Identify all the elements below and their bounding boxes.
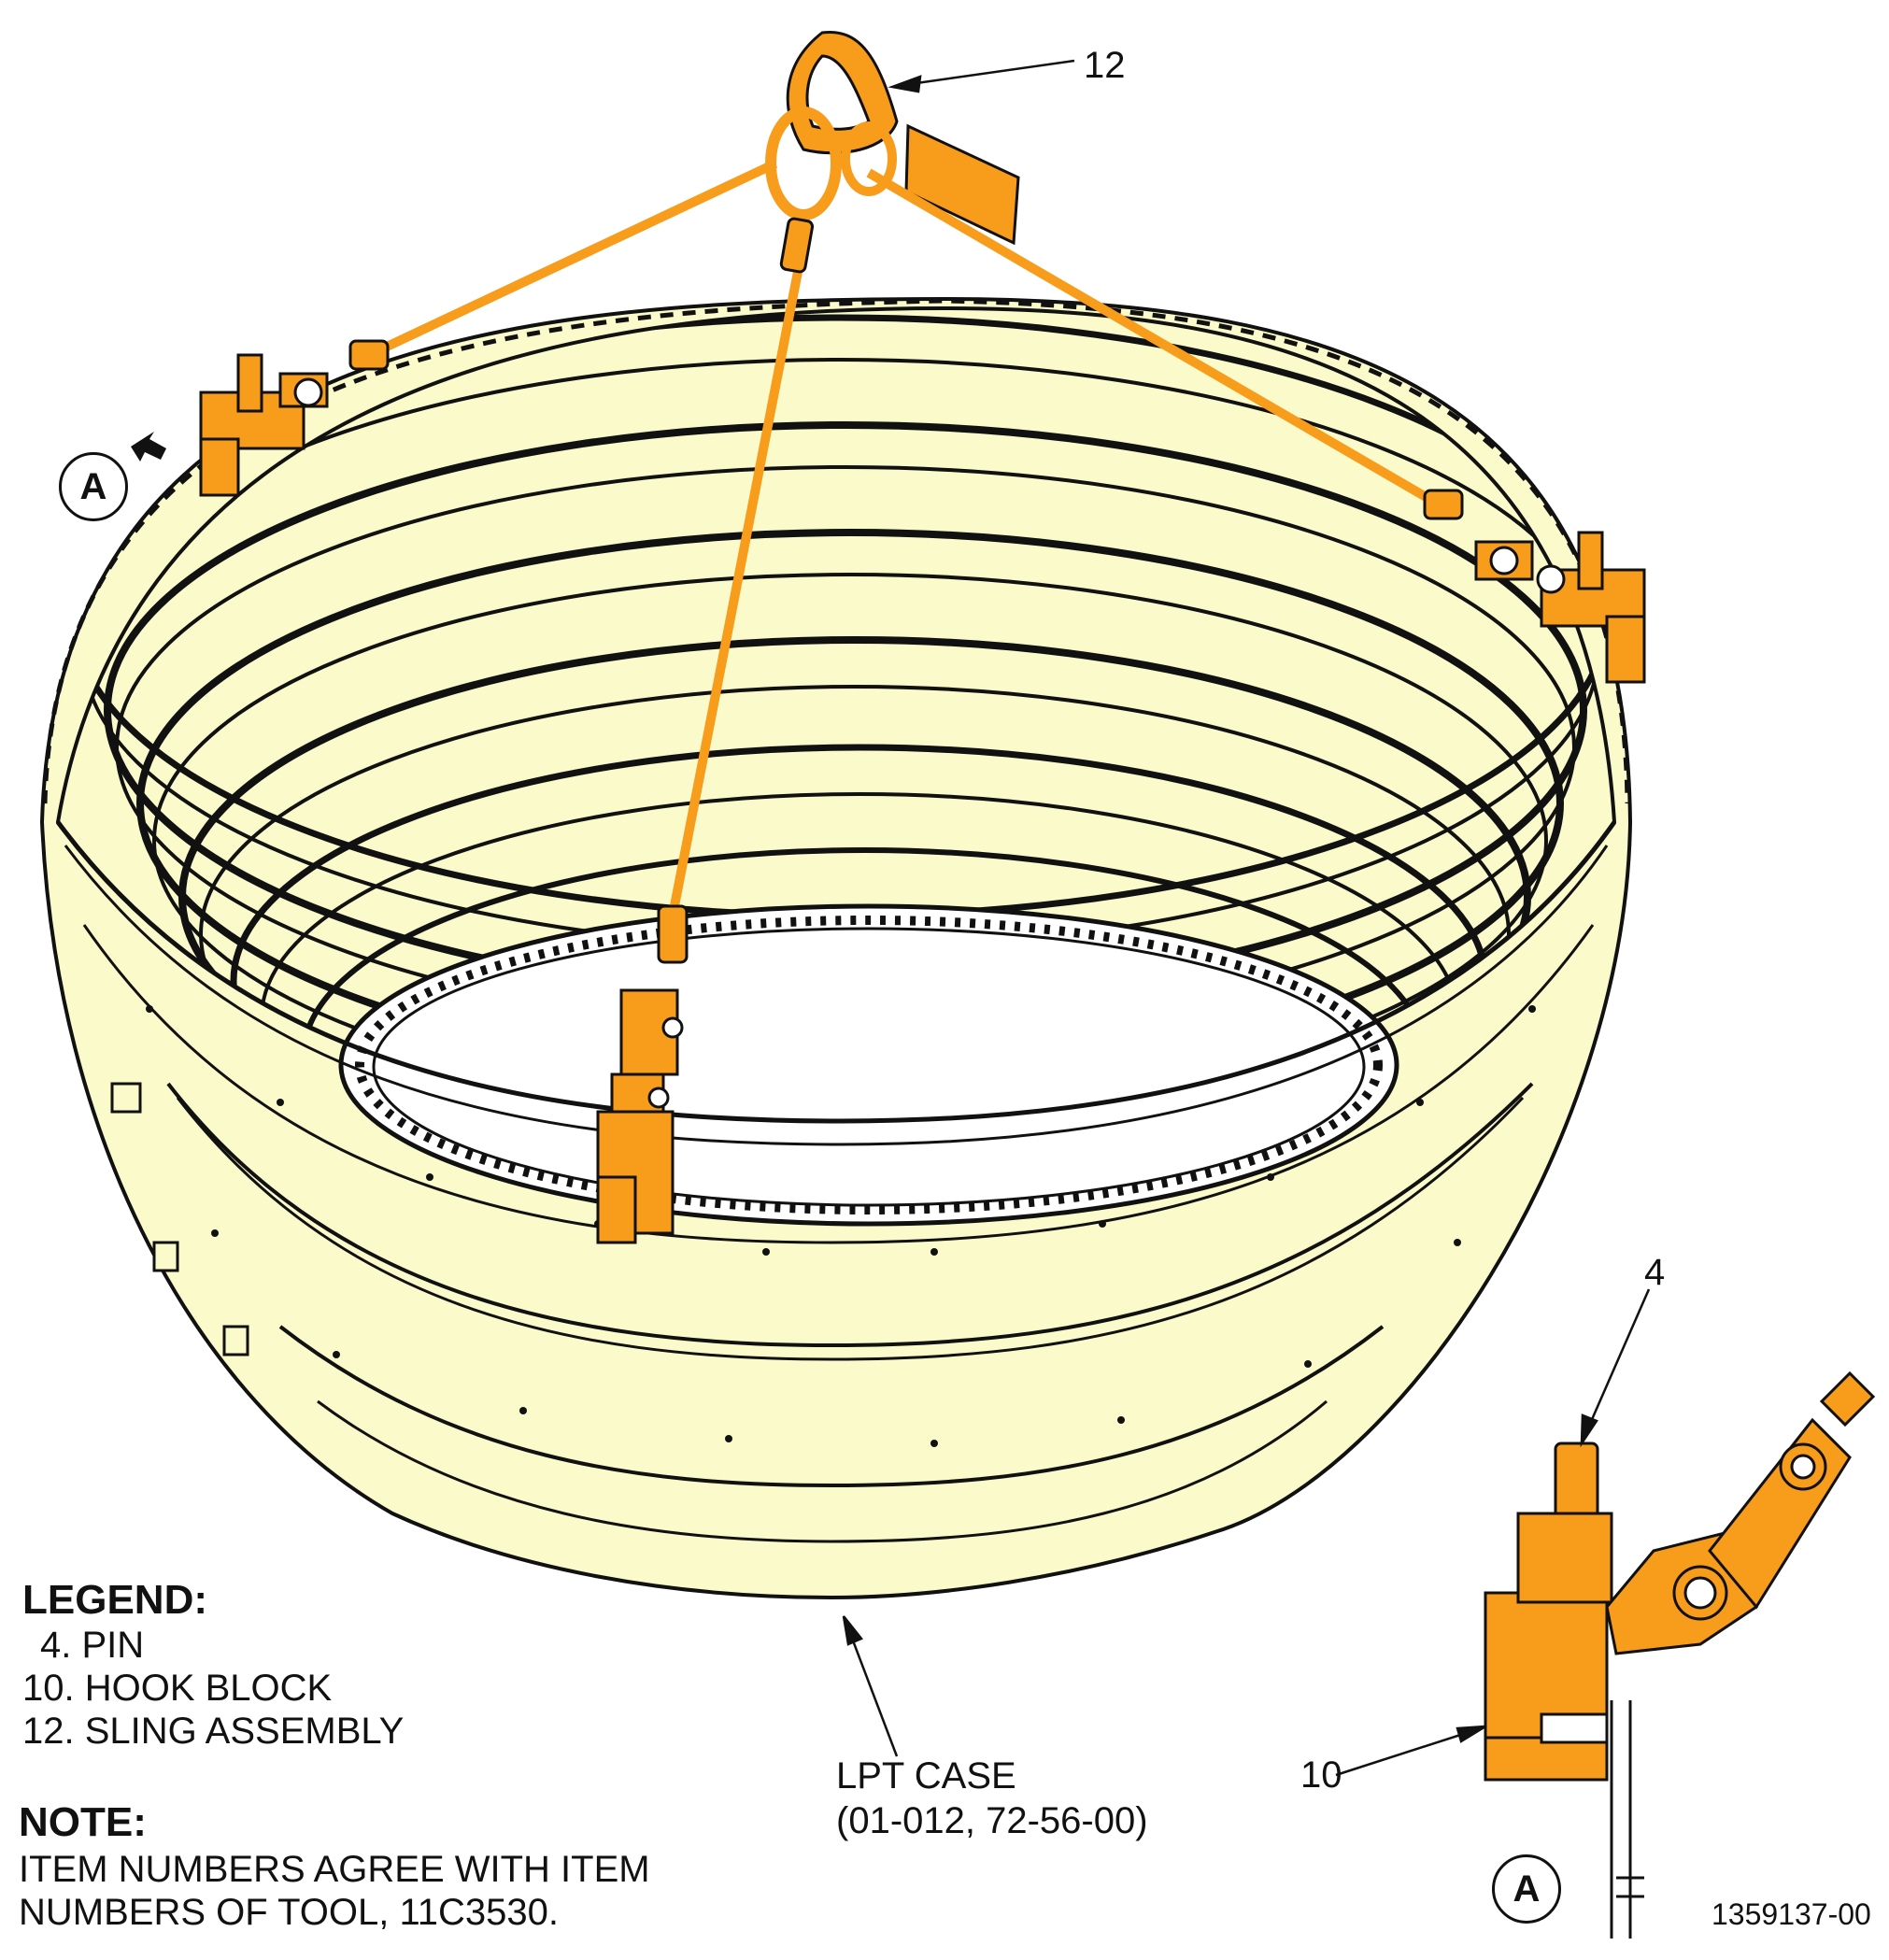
callout-sling-number: 12 [1084,45,1126,86]
legend-item-sling-assembly: 12. SLING ASSEMBLY [22,1711,405,1752]
lpt-case-bottom-opening [338,903,1399,1227]
detail-marker-label: A [1492,1854,1561,1924]
case-side-fittings [110,1082,249,1356]
lpt-case-top-flange [42,298,1630,804]
lpt-case-front-rim [55,820,1617,1543]
callout-pin-number: 4 [1644,1252,1666,1293]
sling-ring-right [841,121,897,196]
lpt-case-label-line1: LPT CASE [836,1755,1016,1797]
sling-tag [904,123,1020,246]
note-line1: ITEM NUMBERS AGREE WITH ITEM [19,1849,650,1890]
legend-item-hook-block: 10. HOOK BLOCK [22,1668,333,1709]
legend-item-pin: 4. PIN [40,1625,145,1666]
figure-id: 1359137-00 [1711,1897,1871,1931]
detail-a-pointer [131,432,166,462]
lpt-case-label-line2: (01-012, 72-56-00) [836,1800,1148,1841]
note-line2: NUMBERS OF TOOL, 11C3530. [19,1892,559,1933]
detail-marker-on-case: A [59,452,128,521]
note-title: NOTE: [19,1799,147,1845]
detail-a-view [1484,1371,1876,1939]
sling-leg-front [668,242,808,916]
sling-leg-right [866,168,1442,509]
hook-block-right [1474,531,1646,684]
sling-leg-left [366,159,778,360]
legend-title: LEGEND: [22,1577,207,1623]
hook-block-front [596,988,684,1244]
hook-block-left [199,353,329,497]
leader-lines [842,59,1651,1777]
callout-hook-block-number: 10 [1300,1754,1342,1796]
sling-assembly [348,30,1464,964]
